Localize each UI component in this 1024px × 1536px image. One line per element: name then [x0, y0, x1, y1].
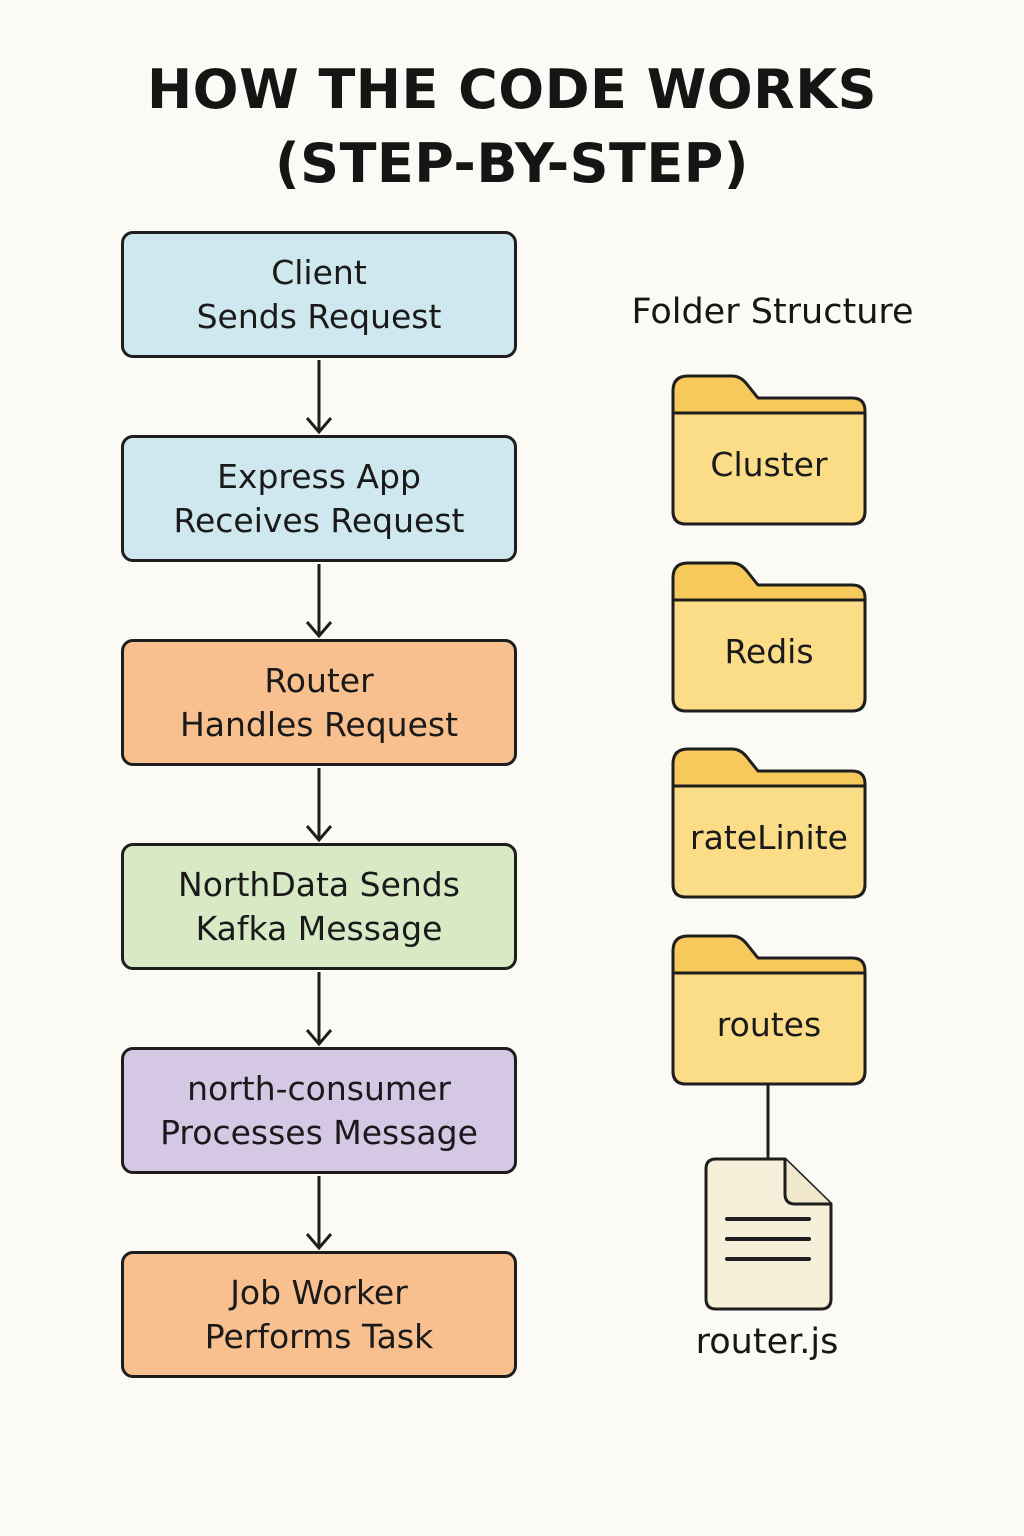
folder-routes: routes [670, 933, 868, 1087]
arrow-3 [305, 768, 333, 843]
file-icon [704, 1157, 833, 1311]
step-line: Sends Request [196, 296, 442, 336]
arrow-4 [305, 972, 333, 1047]
folder-label: Cluster [710, 445, 828, 484]
step-north-consumer-processes-message: north-consumer Processes Message [121, 1047, 517, 1174]
folder-icon [671, 374, 867, 526]
step-line: Job Worker [230, 1272, 408, 1312]
folder-cluster: Cluster [670, 373, 868, 527]
step-client-sends-request: Client Sends Request [121, 231, 517, 358]
folder-label: routes [716, 1005, 822, 1044]
step-line: Performs Task [204, 1316, 434, 1356]
step-northdata-sends-kafka-message: NorthData Sends Kafka Message [121, 843, 517, 970]
diagram-title-line1: HOW THE CODE WORKS [146, 58, 877, 121]
diagram-title-line2: (STEP-BY-STEP) [275, 132, 749, 195]
step-line: Client [271, 252, 367, 292]
step-line: Kafka Message [195, 908, 443, 948]
step-express-app-receives-request: Express App Receives Request [121, 435, 517, 562]
arrow-1 [305, 360, 333, 435]
folder-ratelinite: rateLinite [670, 746, 868, 900]
step-line: Express App [217, 456, 421, 496]
arrow-5 [305, 1176, 333, 1251]
step-line: NorthData Sends [178, 864, 460, 904]
folder-redis: Redis [670, 560, 868, 714]
folder-icon [671, 747, 867, 899]
step-line: Router [264, 660, 374, 700]
step-line: Receives Request [173, 500, 465, 540]
folder-label: Redis [724, 632, 814, 671]
folder-icon [671, 561, 867, 713]
arrow-2 [305, 564, 333, 639]
step-line: north-consumer [187, 1068, 451, 1108]
step-router-handles-request: Router Handles Request [121, 639, 517, 766]
file-label: router.js [695, 1322, 839, 1362]
step-line: Handles Request [179, 704, 459, 744]
folder-icon [671, 934, 867, 1086]
step-job-worker-performs-task: Job Worker Performs Task [121, 1251, 517, 1378]
folder-structure-heading: Folder Structure [631, 292, 914, 332]
step-line: Processes Message [160, 1112, 478, 1152]
folder-label: rateLinite [690, 818, 848, 857]
